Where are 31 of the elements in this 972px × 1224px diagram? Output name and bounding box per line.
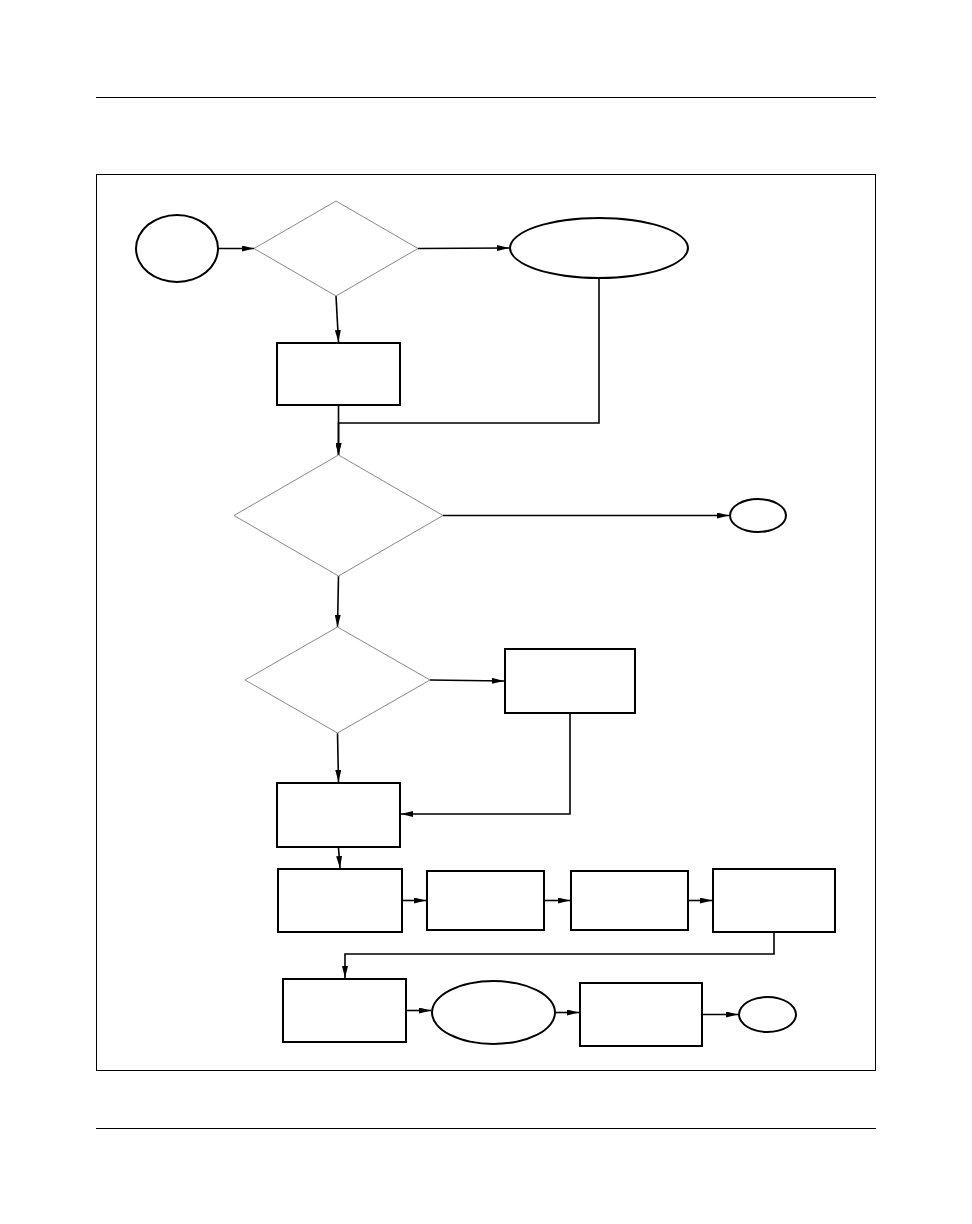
arrow: [688, 897, 713, 904]
terminal-ellipse: [729, 498, 787, 533]
decision-diamond: [245, 627, 430, 733]
arrow: [702, 1011, 739, 1018]
arrow: [334, 295, 341, 343]
arrow: [406, 1007, 432, 1014]
arrow: [555, 1009, 580, 1016]
decision-diamond: [254, 201, 418, 296]
process-box: [504, 648, 636, 714]
process-box: [276, 342, 401, 406]
process-box: [426, 870, 545, 931]
arrow: [335, 278, 600, 456]
process-box: [276, 782, 401, 848]
process-box: [277, 868, 403, 933]
terminal-ellipse: [738, 996, 797, 1033]
arrow: [334, 575, 341, 628]
arrow: [218, 245, 255, 252]
process-box: [579, 982, 703, 1047]
arrow: [335, 732, 342, 783]
arrow: [400, 713, 571, 817]
process-box: [282, 978, 407, 1043]
process-box: [570, 870, 689, 931]
arrow: [342, 932, 775, 979]
process-box: [712, 868, 836, 933]
arrow: [417, 245, 510, 252]
arrow: [544, 897, 571, 904]
arrow: [442, 512, 730, 519]
arrow: [429, 677, 505, 684]
arrow: [402, 897, 427, 904]
decision-diamond: [234, 455, 443, 576]
arrow: [336, 847, 343, 869]
